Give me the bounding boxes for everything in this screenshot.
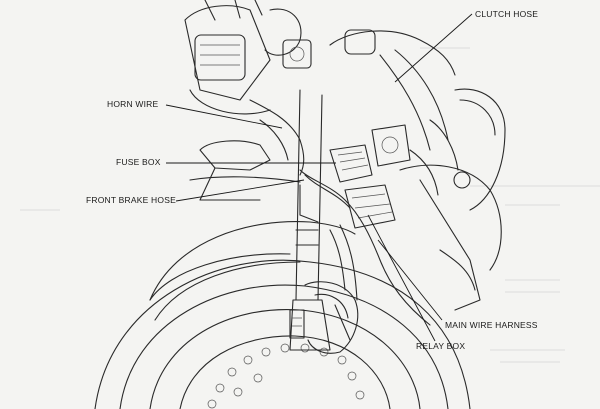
leader-horn-wire bbox=[165, 104, 283, 129]
label-relay-box: RELAY BOX bbox=[416, 341, 466, 351]
leader-clutch-hose bbox=[394, 13, 473, 83]
label-horn-wire: HORN WIRE bbox=[107, 99, 159, 109]
fuse-box-part bbox=[329, 144, 373, 183]
wire-harness bbox=[249, 99, 439, 326]
front-fender bbox=[149, 221, 356, 321]
brake-disc-holes bbox=[207, 343, 365, 409]
leader-lines bbox=[165, 13, 473, 342]
relay-box-part bbox=[344, 124, 411, 229]
label-clutch-hose: CLUTCH HOSE bbox=[475, 9, 539, 19]
fairing-left bbox=[189, 140, 301, 201]
handlebar bbox=[329, 29, 506, 211]
fairing-right bbox=[399, 119, 502, 311]
label-front-brake-hose: FRONT BRAKE HOSE bbox=[86, 195, 176, 205]
leader-relay-box bbox=[367, 214, 436, 342]
background-bleed-marks bbox=[20, 47, 600, 363]
front-forks bbox=[289, 89, 331, 351]
instrument-cluster bbox=[184, 0, 312, 115]
label-fuse-box: FUSE BOX bbox=[116, 157, 161, 167]
leader-front-brake-hose bbox=[175, 179, 305, 202]
brake-caliper bbox=[304, 281, 359, 354]
label-main-wire-harness: MAIN WIRE HARNESS bbox=[445, 320, 538, 330]
front-wheel bbox=[94, 259, 471, 409]
